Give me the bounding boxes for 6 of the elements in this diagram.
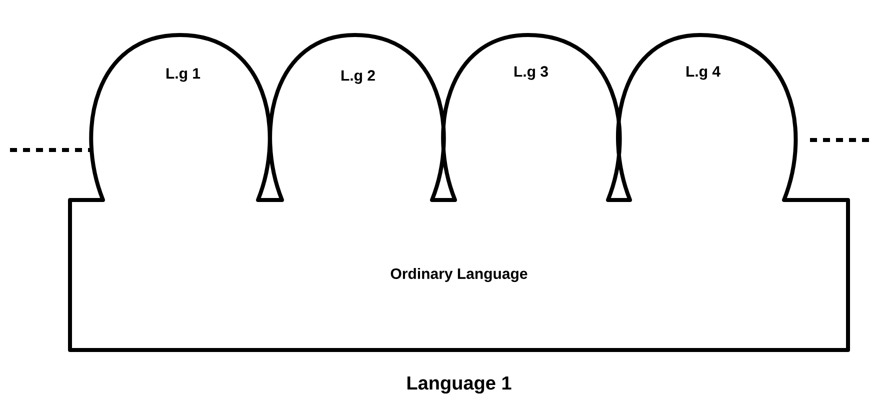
bump-label: L.g 4: [686, 66, 720, 80]
bump-label: L.g 3: [514, 66, 548, 80]
bump-label: L.g 2: [342, 70, 375, 84]
base-label: Ordinary Language: [390, 268, 528, 282]
caption: Language 1: [408, 376, 512, 394]
bump-label: L.g 1: [166, 68, 200, 82]
